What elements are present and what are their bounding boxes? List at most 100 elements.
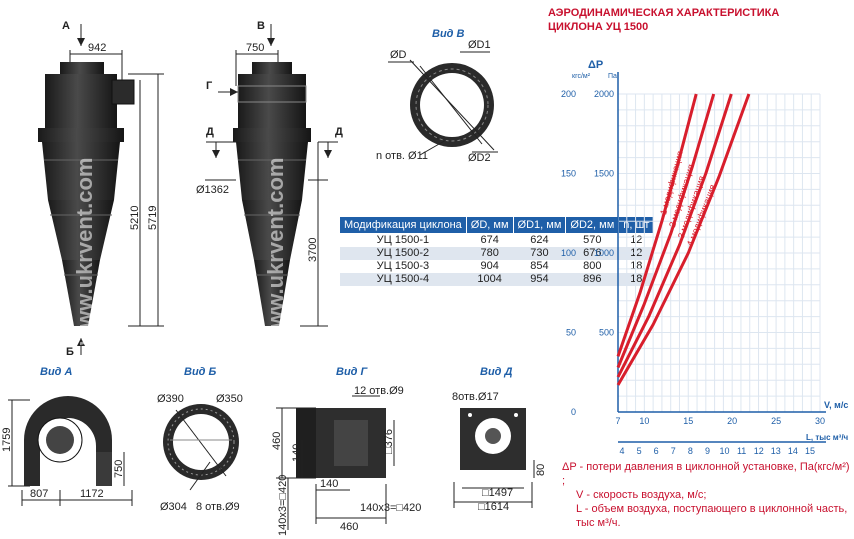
- x-tick-v: 25: [771, 416, 781, 426]
- dim-d80: 80: [535, 464, 547, 476]
- series-line-3: [616, 93, 733, 378]
- series-line-1: [616, 93, 698, 357]
- series-line-4: [616, 93, 751, 386]
- table-cell: 896: [565, 273, 619, 286]
- view-title-a: Вид А: [40, 366, 73, 378]
- dim-a1759: 1759: [1, 428, 13, 452]
- dim-750: 750: [246, 42, 264, 54]
- table-cell: 800: [565, 260, 619, 273]
- section-label-v: В: [257, 20, 265, 32]
- table-cell: УЦ 1500-2: [339, 247, 467, 260]
- dim-d1614: □1614: [478, 501, 509, 513]
- dim-b8holes: 8 отв.Ø9: [196, 501, 240, 513]
- view-title-v: Вид В: [432, 28, 465, 40]
- y-tick-kgs: 50: [566, 328, 576, 338]
- dim-d1362: Ø1362: [196, 184, 229, 196]
- x-tick-l: 9: [705, 446, 710, 456]
- y-tick-pa: 1000: [594, 248, 614, 258]
- dim-d1497: □1497: [482, 487, 513, 499]
- x-tick-l: 5: [637, 446, 642, 456]
- y-units-left: кгс/м²: [572, 73, 591, 80]
- table-cell: 570: [565, 233, 619, 247]
- view-v-flange: [409, 59, 495, 151]
- dim-d8holes: 8отв.Ø17: [452, 391, 499, 403]
- x-tick-l: 15: [805, 446, 815, 456]
- view-b-outlet: [163, 404, 239, 480]
- dim-g12holes: 12 отв.Ø9: [354, 385, 404, 397]
- x-tick-l: 8: [688, 446, 693, 456]
- x-tick-l: 14: [788, 446, 798, 456]
- view-title-g: Вид Г: [336, 366, 368, 378]
- chart-legend: ΔP - потери давления в циклонной установ…: [562, 460, 852, 530]
- table-cell: 954: [513, 273, 566, 286]
- x-axis-label-l: L, тыс м³/ч: [806, 433, 849, 442]
- y-tick-pa: 2000: [594, 89, 614, 99]
- section-label-d1: Д: [206, 126, 214, 138]
- dim-g140x3a: 140x3=□420: [277, 475, 289, 536]
- table-cell: 674: [466, 233, 514, 247]
- x-tick-v: 20: [727, 416, 737, 426]
- table-cell: 780: [466, 247, 514, 260]
- section-label-g: Г: [206, 80, 213, 92]
- x-tick-l: 6: [654, 446, 659, 456]
- dim-b350: Ø350: [216, 393, 243, 405]
- y-tick-pa: 1500: [594, 169, 614, 179]
- y-tick-kgs: 200: [561, 89, 576, 99]
- dim-g460: 460: [271, 432, 283, 450]
- table-cell: 676: [565, 247, 619, 260]
- chart-title-line-1: АЭРОДИНАМИЧЕСКАЯ ХАРАКТЕРИСТИКА: [548, 7, 780, 19]
- dim-g460b: 460: [340, 521, 358, 533]
- section-label-a: А: [62, 20, 70, 32]
- dim-b304: Ø304: [160, 501, 187, 513]
- table-cell: УЦ 1500-1: [339, 233, 467, 247]
- table-header-cell: ØD1, мм: [512, 216, 567, 234]
- view-d-flange: [460, 408, 526, 470]
- watermark-side: www.ukrvent.com: [263, 158, 288, 346]
- x-axis-label-v: V, м/с: [824, 400, 848, 410]
- table-cell: УЦ 1500-4: [339, 273, 467, 286]
- table-header-cell: ØD2, мм: [565, 216, 620, 234]
- x-tick-l: 13: [771, 446, 781, 456]
- y-tick-pa: 500: [599, 328, 614, 338]
- dim-a807: 807: [30, 488, 48, 500]
- legend-v: V - скорость воздуха, м/с;: [576, 489, 707, 501]
- dim-b390: Ø390: [157, 393, 184, 405]
- table-header-cell: Модификация циклона: [339, 216, 467, 234]
- dim-a750: 750: [113, 460, 125, 478]
- dim-vd: ØD: [390, 49, 407, 61]
- dim-g376: □376: [383, 429, 395, 454]
- dim-a1172: 1172: [80, 488, 104, 500]
- dim-g140b: 140: [320, 478, 338, 490]
- y-axis-label: ΔP: [588, 59, 603, 71]
- legend-l: L - объем воздуха, поступающего в циклон…: [576, 503, 848, 529]
- cyclone-side-view: [233, 62, 311, 326]
- x-tick-l: 12: [754, 446, 764, 456]
- y-tick-kgs: 150: [561, 169, 576, 179]
- table-cell: 730: [513, 247, 566, 260]
- series-line-2: [616, 93, 716, 369]
- y-units-right: Па: [608, 73, 617, 80]
- y-tick-kgs: 0: [571, 407, 576, 417]
- table-cell: 854: [513, 260, 566, 273]
- table-header-cell: ØD, мм: [465, 216, 514, 234]
- legend-dp: ΔP - потери давления в циклонной установ…: [562, 461, 850, 487]
- table-cell: УЦ 1500-3: [339, 260, 467, 273]
- view-title-b: Вид Б: [184, 366, 217, 378]
- dim-942: 942: [88, 42, 106, 54]
- chart-title-line-2: ЦИКЛОНА УЦ 1500: [548, 21, 649, 33]
- cyclone-front-view: [38, 62, 135, 326]
- x-tick-l: 10: [720, 446, 730, 456]
- dim-5719: 5719: [147, 206, 159, 230]
- x-tick-v: 10: [639, 416, 649, 426]
- table-cell: 624: [513, 233, 566, 247]
- x-tick-l: 7: [671, 446, 676, 456]
- chart-title: АЭРОДИНАМИЧЕСКАЯ ХАРАКТЕРИСТИКА ЦИКЛОНА …: [548, 6, 848, 34]
- x-tick-v: 15: [683, 416, 693, 426]
